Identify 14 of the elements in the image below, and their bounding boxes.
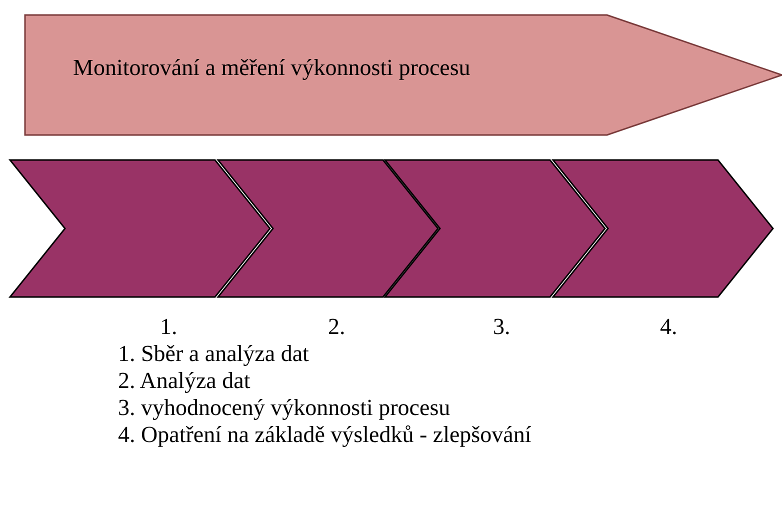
step-description: 3. vyhodnocený výkonnosti procesu (118, 395, 450, 421)
process-step-shape (10, 160, 270, 297)
step-number: 4. (660, 314, 678, 340)
step-description: 4. Opatření na základě výsledků - zlepšování (118, 422, 532, 448)
step-description: 2. Analýza dat (118, 368, 250, 394)
step-number: 3. (493, 314, 510, 340)
step-number: 2. (328, 314, 346, 340)
process-step-shape (553, 160, 773, 297)
banner-title: Monitorování a měření výkonnosti procesu (73, 55, 472, 81)
step-number: 1. (160, 314, 178, 340)
process-step-shape (385, 160, 605, 297)
process-step-shape (218, 160, 438, 297)
step-description: 1. Sběr a analýza dat (118, 341, 309, 367)
arrow-banner (25, 15, 782, 135)
